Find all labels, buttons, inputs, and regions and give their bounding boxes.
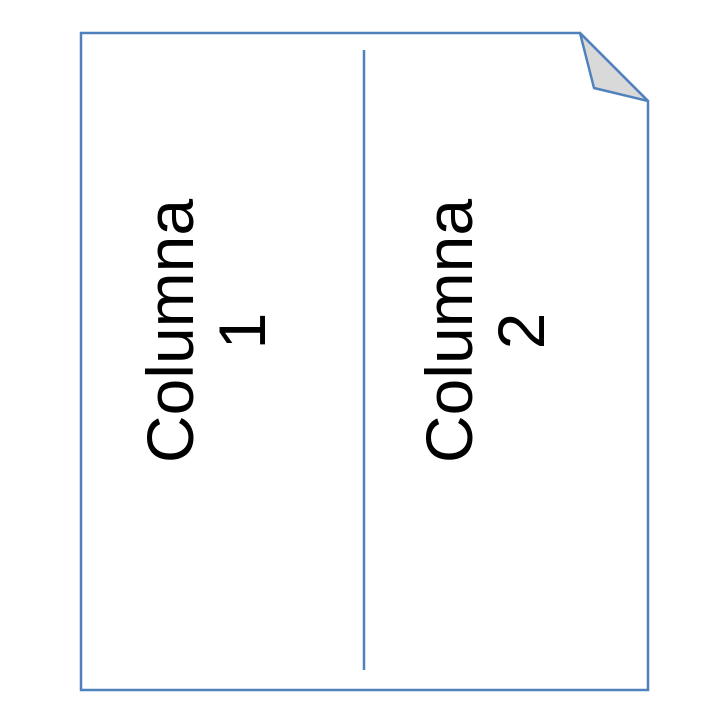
column-2-label: Columna 2 xyxy=(405,131,565,531)
column-2-number: 2 xyxy=(484,312,558,350)
column-1-word: Columna xyxy=(133,198,207,464)
column-1-label: Columna 1 xyxy=(126,131,286,531)
column-1-number: 1 xyxy=(205,312,279,350)
column-2-word: Columna xyxy=(412,198,486,464)
folded-corner xyxy=(578,31,650,103)
